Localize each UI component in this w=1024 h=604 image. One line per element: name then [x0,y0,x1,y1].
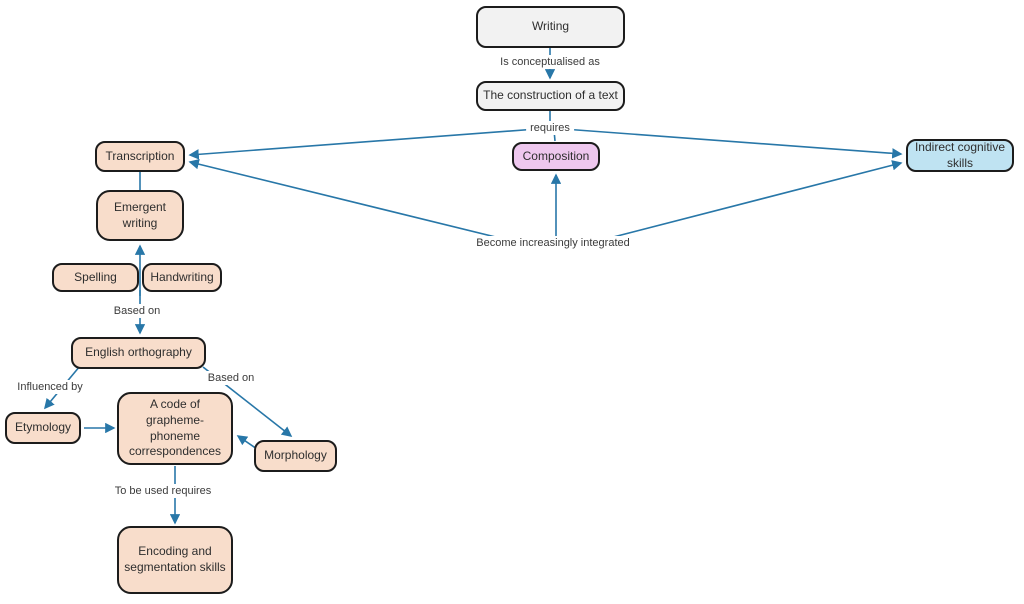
node-handwriting-label: Handwriting [150,269,214,284]
node-encoding-label: Encoding and segmentation skills [124,544,226,574]
node-etymology[interactable]: Etymology [5,412,81,444]
node-encoding-segmentation-skills[interactable]: Encoding and segmentation skills [117,526,233,594]
node-construction[interactable]: The construction of a text [476,81,625,111]
node-writing-label: Writing [531,19,570,34]
node-spelling-label: Spelling [74,269,117,284]
node-grapheme-phoneme-code[interactable]: A code of grapheme-phoneme correspondenc… [117,392,233,465]
node-emergent-writing[interactable]: Emergent writing [96,190,184,241]
edge-label-based-on-spelling: Based on [109,304,165,318]
edge-requires-transcription [188,127,551,160]
node-indirect-label: Indirect cognitive skills [914,139,1006,170]
edge-label-influenced-by: Influenced by [13,380,87,394]
node-handwriting[interactable]: Handwriting [142,263,222,292]
node-english-orthography[interactable]: English orthography [71,337,206,369]
node-transcription-label: Transcription [105,148,175,163]
node-etymology-label: Etymology [14,420,72,435]
edge-label-based-on-orthography: Based on [203,371,259,385]
node-construction-label: The construction of a text [483,88,618,103]
node-orthography-label: English orthography [85,345,192,360]
edge-label-become-increasingly-integrated: Become increasingly integrated [472,236,634,250]
node-indirect-cognitive-skills[interactable]: Indirect cognitive skills [906,139,1014,172]
edge-label-is-conceptualised-as: Is conceptualised as [496,55,604,69]
node-emergent-label: Emergent writing [113,199,167,230]
node-spelling[interactable]: Spelling [52,263,139,292]
edge-label-to-be-used-requires: To be used requires [110,484,216,498]
node-composition[interactable]: Composition [512,142,600,171]
node-code-label: A code of grapheme-phoneme correspondenc… [128,397,222,459]
edge-requires-indirect [549,127,903,159]
node-transcription[interactable]: Transcription [95,141,185,172]
node-morphology-label: Morphology [264,448,327,463]
node-morphology[interactable]: Morphology [254,440,337,472]
edge-label-requires: requires [526,121,574,135]
node-composition-label: Composition [522,148,590,163]
edge-integrated-indirect [589,160,903,244]
edge-integrated-transcription [188,159,521,244]
node-writing[interactable]: Writing [476,6,625,48]
edge-morphology-code [236,435,258,450]
